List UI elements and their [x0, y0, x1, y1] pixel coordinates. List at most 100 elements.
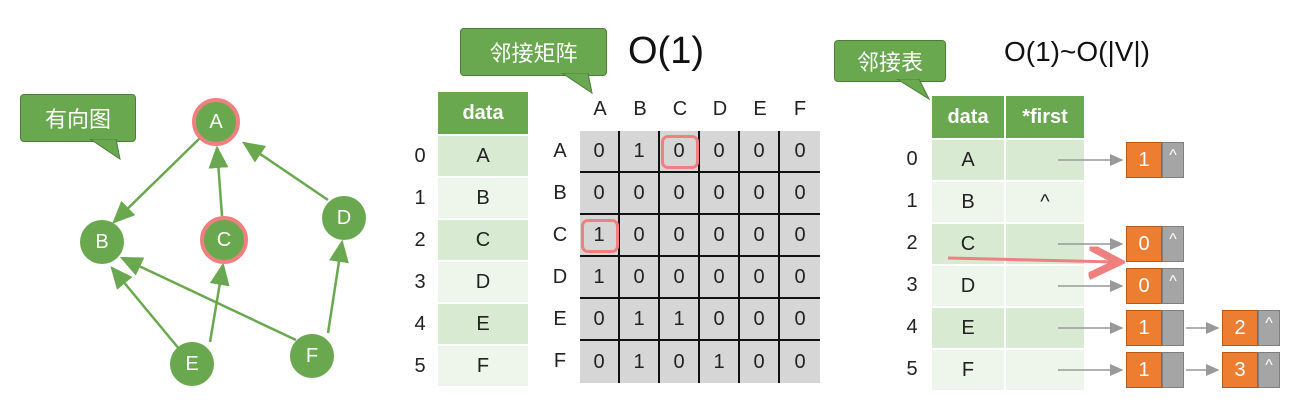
matrix-cell: 0: [780, 131, 820, 173]
matrix-cell: 0: [700, 299, 740, 341]
matrix-cell: 1: [660, 299, 700, 341]
data-table-cell: E: [438, 304, 528, 344]
data-table-index: 1: [414, 187, 426, 209]
adj-list-edge-node: 0^: [1126, 226, 1184, 262]
matrix-col-label: E: [753, 98, 767, 120]
adj-list-first-cell: ^: [1006, 182, 1084, 222]
adj-list-index: 5: [906, 358, 918, 380]
matrix-cell: 1: [700, 341, 740, 383]
graph-node-d: D: [322, 196, 366, 240]
matrix-cell: 0: [620, 257, 660, 299]
matrix-row-label: E: [553, 308, 567, 330]
matrix-cell: 0: [580, 299, 620, 341]
matrix-cell: 1: [620, 299, 660, 341]
edge-node-next: ^: [1162, 142, 1184, 178]
adj-list-index: 1: [906, 190, 918, 212]
adj-list-data-cell: E: [932, 308, 1004, 348]
data-table-cell: A: [438, 136, 528, 176]
edge-node-next: ^: [1258, 310, 1280, 346]
matrix-cell: 0: [580, 173, 620, 215]
edge-node-next: ^: [1162, 226, 1184, 262]
matrix-col-label: D: [712, 98, 728, 120]
matrix-cell: 0: [740, 341, 780, 383]
graph-node-a: A: [192, 98, 240, 146]
data-table-cell: C: [438, 220, 528, 260]
matrix-cell: 0: [700, 131, 740, 173]
adj-list-edge-node: 0^: [1126, 268, 1184, 304]
adj-list-data-cell: F: [932, 350, 1004, 390]
matrix-row-label: D: [552, 266, 568, 288]
matrix-highlight-box: [581, 219, 619, 253]
matrix-cell: 0: [700, 173, 740, 215]
matrix-cell: 0: [660, 257, 700, 299]
data-table-header: data: [438, 92, 528, 134]
adj-list-edge-node: 1: [1126, 352, 1184, 388]
matrix-row-label: C: [552, 224, 568, 246]
matrix-cell: 0: [660, 131, 700, 173]
edge-node-index: 2: [1222, 310, 1258, 346]
edge-f-d: [326, 239, 349, 334]
graph-node-b: B: [80, 220, 124, 264]
adj-list-data-cell: B: [932, 182, 1004, 222]
matrix-background: [580, 131, 820, 383]
directed-graph-callout-tail: [89, 139, 121, 161]
edge-node-next: ^: [1258, 352, 1280, 388]
matrix-cell: 0: [740, 131, 780, 173]
matrix-row-label: B: [553, 182, 567, 204]
matrix-cell: 0: [580, 341, 620, 383]
matrix-col-label: F: [793, 98, 807, 120]
data-table-cell: F: [438, 346, 528, 386]
adj-list-edge-node: 3^: [1222, 352, 1280, 388]
adj-list-index: 0: [906, 148, 918, 170]
adj-list-header-data: data: [932, 96, 1004, 138]
adj-list-data-cell: D: [932, 266, 1004, 306]
matrix-cell: 0: [660, 215, 700, 257]
matrix-cell: 1: [620, 131, 660, 173]
directed-graph-callout: 有向图: [20, 94, 136, 142]
matrix-cell: 1: [580, 257, 620, 299]
matrix-col-label: C: [672, 98, 688, 120]
matrix-cell: 1: [620, 341, 660, 383]
edge-node-index: 3: [1222, 352, 1258, 388]
graph-node-f: F: [290, 334, 334, 378]
adj-list-index: 3: [906, 274, 918, 296]
list-complexity: O(1)~O(|V|): [1004, 36, 1151, 67]
matrix-cell: 0: [780, 257, 820, 299]
matrix-cell: 0: [700, 215, 740, 257]
matrix-cell: 0: [580, 131, 620, 173]
graph-edges: [110, 137, 349, 351]
edge-d-a: [241, 141, 329, 202]
edge-node-index: 1: [1126, 352, 1162, 388]
edge-node-next: [1162, 352, 1184, 388]
matrix-cell: 0: [780, 299, 820, 341]
adj-list-edge-node: 1: [1126, 310, 1184, 346]
adj-list-index: 4: [906, 316, 918, 338]
matrix-highlight-box: [661, 135, 699, 169]
matrix-cell: 0: [740, 215, 780, 257]
edge-f-b: [119, 256, 297, 342]
highlight-arrow: [947, 258, 1116, 262]
adjacency-matrix-callout: 邻接矩阵: [460, 28, 607, 76]
adj-list-data-cell: A: [932, 140, 1004, 180]
matrix-complexity: O(1): [628, 30, 704, 72]
edge-node-index: 0: [1126, 268, 1162, 304]
directed-graph-label: 有向图: [44, 107, 111, 132]
matrix-cell: 0: [620, 173, 660, 215]
graph-node-c: C: [200, 216, 248, 264]
matrix-cell: 0: [780, 215, 820, 257]
adj-list-edge-node: 1^: [1126, 142, 1184, 178]
data-table-cell: D: [438, 262, 528, 302]
data-table-index: 5: [414, 355, 426, 377]
matrix-cell: 0: [620, 215, 660, 257]
adjacency-list-callout-tail: [896, 79, 931, 101]
data-table-index: 2: [414, 229, 426, 251]
matrix-col-label: B: [633, 98, 647, 120]
edge-node-index: 1: [1126, 142, 1162, 178]
adjacency-matrix-callout-tail: [561, 73, 593, 95]
edge-node-index: 1: [1126, 310, 1162, 346]
matrix-cell: 0: [660, 341, 700, 383]
edge-a-b: [112, 137, 201, 224]
adjacency-list-callout: 邻接表: [834, 40, 946, 82]
edge-e-b: [110, 266, 181, 351]
matrix-row-label: F: [553, 350, 567, 372]
